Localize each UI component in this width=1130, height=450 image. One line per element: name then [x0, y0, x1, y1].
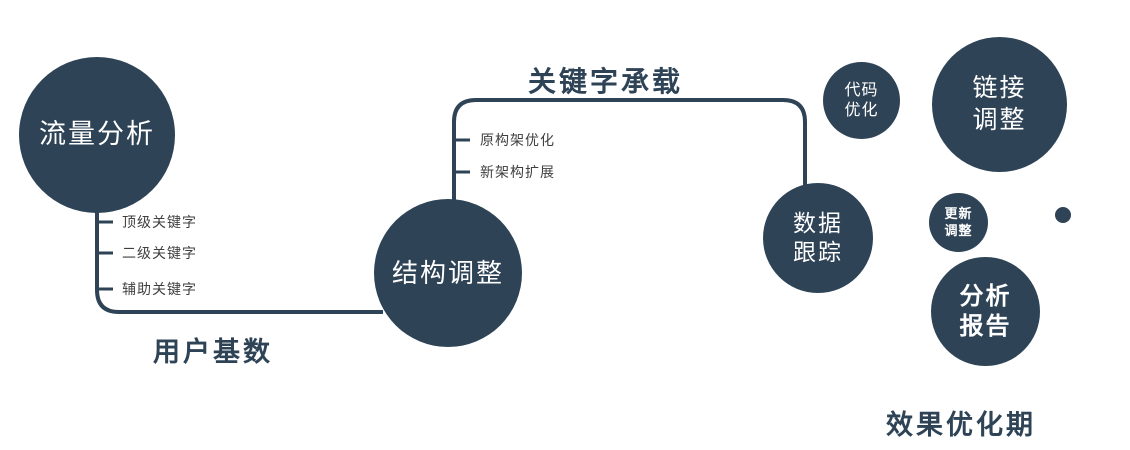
- node-traffic-analysis: 流量分析: [19, 57, 175, 213]
- node-link-adjust-line2: 调整: [972, 105, 1027, 134]
- edge-label-user-base: 用户基数: [153, 337, 273, 367]
- node-data-tracking-line1: 数据: [793, 210, 843, 237]
- node-code-optimization-line2: 优化: [844, 101, 879, 119]
- node-structure-adjust: 结构调整: [374, 199, 522, 347]
- node-code-optimization: 代码 优化: [823, 62, 900, 139]
- node-link-adjust: 链接 调整: [932, 37, 1067, 172]
- node-traffic-analysis-label: 流量分析: [39, 119, 155, 150]
- edge-label-keyword-carry: 关键字承载: [528, 66, 684, 97]
- node-update-adjust-line1: 更新: [944, 206, 973, 222]
- left-branch-label-second-keywords: 二级关键字: [122, 245, 197, 261]
- left-branch-label-top-keywords: 顶级关键字: [122, 214, 197, 230]
- node-structure-adjust-label: 结构调整: [391, 257, 504, 288]
- node-code-optimization-line1: 代码: [844, 81, 879, 99]
- edge-label-effect-period: 效果优化期: [886, 410, 1036, 440]
- node-analysis-report-line1: 分析: [959, 282, 1012, 310]
- node-update-adjust-line2: 调整: [944, 222, 973, 238]
- middle-branch-label-arch-extend: 新架构扩展: [480, 164, 555, 180]
- node-data-tracking-line2: 跟踪: [793, 239, 843, 265]
- left-branch-label-aux-keywords: 辅助关键字: [122, 281, 197, 297]
- node-update-adjust: 更新 调整: [929, 193, 988, 252]
- middle-branch-label-arch-optimize: 原构架优化: [480, 132, 555, 148]
- node-analysis-report: 分析 报告: [931, 257, 1040, 366]
- node-analysis-report-line2: 报告: [959, 312, 1012, 340]
- connector-middle: [452, 98, 807, 204]
- node-link-adjust-line1: 链接: [972, 74, 1027, 103]
- node-data-tracking: 数据 跟踪: [763, 183, 873, 293]
- node-small-dot: [1055, 207, 1071, 223]
